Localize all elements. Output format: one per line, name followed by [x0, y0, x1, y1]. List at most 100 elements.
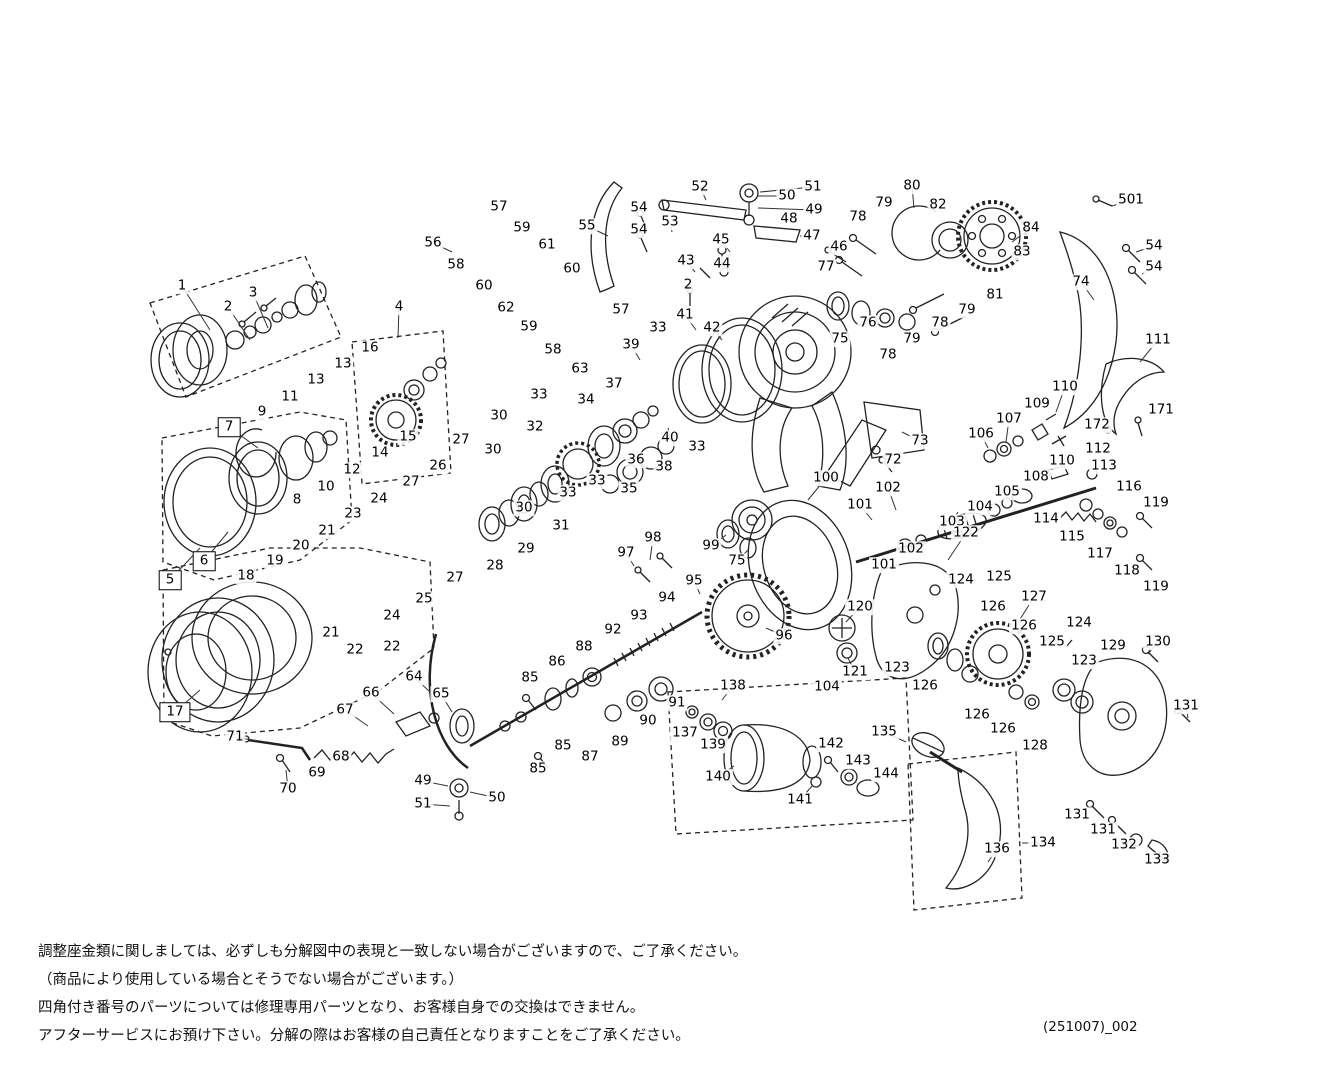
- part-label-106: 106: [966, 425, 996, 442]
- part-label-13: 13: [305, 371, 327, 388]
- part-label-107: 107: [994, 410, 1024, 427]
- part-label-79: 79: [956, 301, 978, 318]
- spool-shim-assembly-drawing: [149, 255, 342, 398]
- part-label-35: 35: [618, 480, 640, 497]
- part-label-90: 90: [637, 712, 659, 729]
- footnote-line-4: アフターサービスにお預け下さい。分解の際はお客様の自己責任となりますことをご了承…: [38, 1028, 690, 1044]
- part-label-111: 111: [1143, 331, 1173, 348]
- part-label-74: 74: [1070, 273, 1092, 290]
- part-label-110: 110: [1050, 378, 1080, 395]
- part-label-143: 143: [843, 752, 873, 769]
- part-label-119: 119: [1141, 578, 1171, 595]
- clutch-bearing-drawing: [716, 499, 773, 559]
- part-label-58: 58: [445, 256, 467, 273]
- part-label-4: 4: [392, 298, 406, 315]
- part-label-59: 59: [518, 318, 540, 335]
- part-label-6: 6: [192, 551, 216, 571]
- part-label-28: 28: [484, 557, 506, 574]
- part-label-5: 5: [158, 570, 182, 590]
- part-label-81: 81: [984, 286, 1006, 303]
- part-label-55: 55: [576, 217, 598, 234]
- part-label-23: 23: [342, 505, 364, 522]
- part-label-61: 61: [536, 236, 558, 253]
- part-label-122: 122: [951, 524, 981, 541]
- footnote-line-3: 四角付き番号のパーツについては修理専用パーツとなり、お客様自身での交換はできませ…: [38, 1000, 645, 1016]
- part-label-2: 2: [681, 276, 695, 293]
- part-label-65: 65: [430, 685, 452, 702]
- part-label-87: 87: [579, 748, 601, 765]
- handle-knob-assembly-drawing: [667, 677, 914, 835]
- part-label-60: 60: [561, 260, 583, 277]
- part-label-64: 64: [403, 668, 425, 685]
- part-label-29: 29: [515, 540, 537, 557]
- part-label-126: 126: [910, 677, 940, 694]
- part-label-33: 33: [586, 472, 608, 489]
- part-label-83: 83: [1011, 243, 1033, 260]
- rotor-nut-assembly-drawing: [826, 200, 1028, 337]
- part-label-8: 8: [290, 491, 304, 508]
- part-label-92: 92: [602, 621, 624, 638]
- part-label-102: 102: [896, 540, 926, 557]
- part-label-117: 117: [1085, 545, 1115, 562]
- diagram-artwork: [147, 181, 1191, 911]
- part-label-137: 137: [670, 724, 700, 741]
- part-label-78: 78: [877, 346, 899, 363]
- part-label-22: 22: [344, 641, 366, 658]
- part-label-172: 172: [1082, 416, 1112, 433]
- part-label-36: 36: [625, 451, 647, 468]
- part-label-21: 21: [316, 522, 338, 539]
- part-label-67: 67: [334, 701, 356, 718]
- part-label-11: 11: [279, 388, 301, 405]
- part-label-39: 39: [620, 336, 642, 353]
- part-label-77: 77: [815, 258, 837, 275]
- part-label-66: 66: [360, 684, 382, 701]
- part-label-41: 41: [674, 306, 696, 323]
- part-label-128: 128: [1020, 737, 1050, 754]
- part-label-101: 101: [845, 496, 875, 513]
- part-label-94: 94: [656, 589, 678, 606]
- part-label-75: 75: [726, 552, 748, 569]
- rotor-ring-drawing: [672, 317, 783, 424]
- handle-arm-assembly-drawing: [907, 732, 1023, 911]
- part-label-96: 96: [773, 627, 795, 644]
- part-label-1: 1: [175, 277, 189, 294]
- drive-gear-drawing: [704, 572, 792, 660]
- part-label-54: 54: [1143, 237, 1165, 254]
- part-label-124: 124: [1064, 614, 1094, 631]
- part-label-37: 37: [603, 375, 625, 392]
- part-label-27: 27: [444, 569, 466, 586]
- part-label-131: 131: [1088, 821, 1118, 838]
- footnote-line-1: 調整座金類に関しましては、必ずしも分解図中の表現と一致しない場合がございますので…: [38, 944, 748, 960]
- part-label-84: 84: [1020, 219, 1042, 236]
- part-label-50: 50: [486, 789, 508, 806]
- part-label-50: 50: [776, 187, 798, 204]
- part-label-52: 52: [689, 178, 711, 195]
- part-label-30: 30: [488, 407, 510, 424]
- part-label-141: 141: [785, 791, 815, 808]
- part-label-113: 113: [1089, 457, 1119, 474]
- part-label-108: 108: [1021, 468, 1051, 485]
- part-label-104: 104: [965, 498, 995, 515]
- part-label-32: 32: [524, 418, 546, 435]
- part-label-13: 13: [332, 355, 354, 372]
- part-label-7: 7: [217, 417, 241, 437]
- part-label-171: 171: [1146, 401, 1176, 418]
- part-label-142: 142: [816, 735, 846, 752]
- document-id: (251007)_002: [1043, 1019, 1138, 1035]
- part-label-16: 16: [359, 339, 381, 356]
- part-label-15: 15: [397, 428, 419, 445]
- part-label-51: 51: [412, 795, 434, 812]
- footnote-line-2: （商品により使用している場合とそうでない場合がございます。）: [38, 972, 464, 988]
- part-label-27: 27: [400, 473, 422, 490]
- part-label-54: 54: [628, 221, 650, 238]
- part-label-124: 124: [946, 571, 976, 588]
- part-label-129: 129: [1098, 637, 1128, 654]
- part-label-79: 79: [873, 194, 895, 211]
- part-label-12: 12: [341, 461, 363, 478]
- part-label-70: 70: [277, 780, 299, 797]
- part-label-110: 110: [1047, 452, 1077, 469]
- part-label-85: 85: [527, 760, 549, 777]
- part-label-30: 30: [482, 441, 504, 458]
- part-label-114: 114: [1031, 510, 1061, 527]
